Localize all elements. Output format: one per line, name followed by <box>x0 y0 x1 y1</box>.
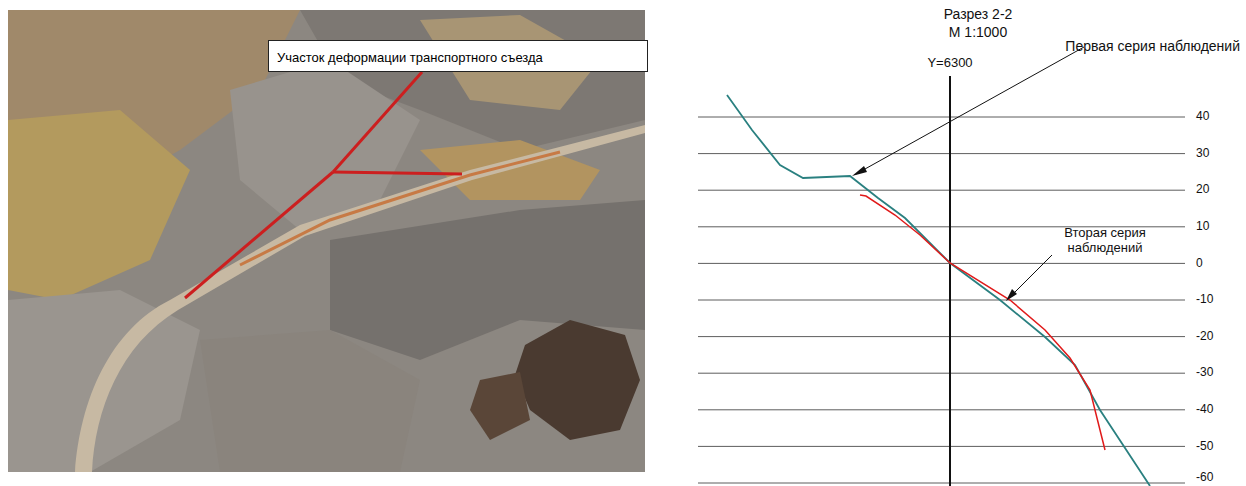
elevation-number: 20 <box>1196 183 1209 197</box>
elevation-number: -10 <box>1196 293 1213 307</box>
leader-line <box>856 47 1084 174</box>
elevation-number: 10 <box>1196 220 1209 234</box>
leader-line <box>185 172 333 298</box>
series-label: Вторая серия наблюдений <box>1049 226 1161 256</box>
scale-label: М 1:1000 <box>949 24 1007 40</box>
elevation-number: 0 <box>1196 257 1203 271</box>
haul-road <box>75 125 645 472</box>
profile-first <box>727 95 1150 486</box>
arrow-head <box>1006 289 1017 301</box>
rock-outcrop <box>470 372 530 440</box>
section-title: Разрез 2-2 <box>944 6 1013 22</box>
elevation-number: -40 <box>1196 403 1213 417</box>
callout-box: Участок деформации транспортного съезда <box>268 40 648 72</box>
rock-zone <box>8 110 190 300</box>
rock-zone <box>200 330 420 472</box>
axis-line <box>949 76 951 486</box>
rock-ground <box>8 10 645 472</box>
leader-line <box>333 72 422 172</box>
leader-line <box>1010 255 1052 297</box>
series-label: Первая серия наблюдений <box>1065 38 1240 54</box>
elevation-number: -60 <box>1196 471 1213 485</box>
elevation-number: 40 <box>1196 110 1209 124</box>
arrow-head <box>852 166 867 176</box>
callout-text: Участок деформации транспортного съезда <box>277 50 543 65</box>
elevation-number: -30 <box>1196 366 1213 380</box>
rock-outcrop <box>515 320 640 440</box>
elevation-number: -50 <box>1196 440 1213 454</box>
elevation-number: 30 <box>1196 147 1209 161</box>
leader-line <box>333 172 462 174</box>
elevation-number: -20 <box>1196 330 1213 344</box>
axis-label: Y=6300 <box>927 56 972 71</box>
